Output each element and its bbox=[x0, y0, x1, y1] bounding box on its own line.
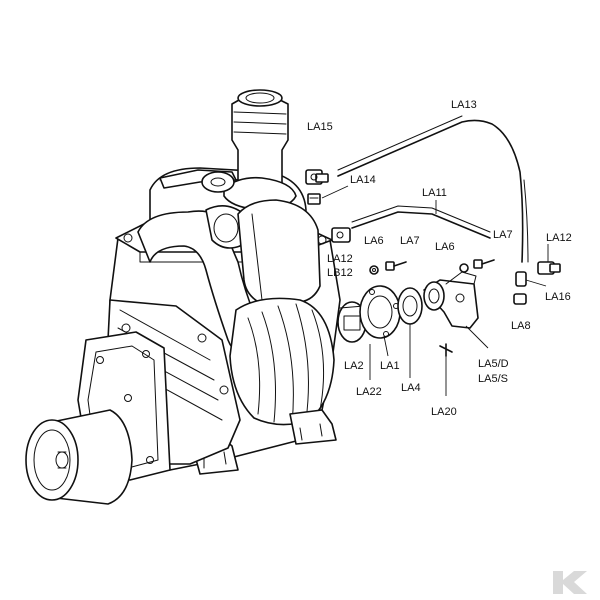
part-la8-plug bbox=[513, 293, 527, 305]
leader-la16 bbox=[525, 279, 547, 287]
label-la12-left: LA12 bbox=[327, 253, 353, 265]
part-la6-washer-right bbox=[459, 263, 469, 273]
part-la20-pin bbox=[439, 343, 453, 357]
label-la7-right: LA7 bbox=[493, 229, 513, 241]
label-la4: LA4 bbox=[401, 382, 421, 394]
label-la16: LA16 bbox=[545, 291, 571, 303]
label-la12-right: LA12 bbox=[546, 232, 572, 244]
part-la14-connector bbox=[307, 193, 321, 205]
exploded-parts bbox=[305, 115, 561, 396]
leader-la1 bbox=[383, 335, 389, 357]
label-la11: LA11 bbox=[422, 187, 447, 199]
label-lb12: LB12 bbox=[327, 267, 353, 279]
pump-foot-right bbox=[289, 409, 337, 445]
part-la12-fitting-left bbox=[331, 227, 351, 243]
label-la5d: LA5/D bbox=[478, 358, 509, 370]
leader-la5 bbox=[465, 325, 489, 349]
right-tank bbox=[237, 199, 321, 305]
part-la6-washer-left bbox=[369, 265, 379, 275]
label-la1: LA1 bbox=[380, 360, 400, 372]
label-la14: LA14 bbox=[350, 174, 376, 186]
part-labels: LA13 LA15 LA14 LA11 LA7 LA12 LA6 LA7 LA6… bbox=[307, 99, 572, 418]
label-la20: LA20 bbox=[431, 406, 457, 418]
label-la6-right: LA6 bbox=[435, 241, 455, 253]
label-la15: LA15 bbox=[307, 121, 333, 133]
part-la7-screw-mid bbox=[385, 261, 407, 271]
part-la13-tube bbox=[337, 119, 524, 263]
part-la16-nipple bbox=[515, 271, 527, 287]
label-la5s: LA5/S bbox=[478, 373, 508, 385]
leader-la14 bbox=[321, 185, 349, 199]
part-la1-flange bbox=[359, 285, 401, 339]
label-la6-left: LA6 bbox=[364, 235, 384, 247]
part-la11-rod bbox=[351, 211, 491, 239]
part-la7-screw-right bbox=[473, 259, 495, 269]
brand-logo-icon bbox=[553, 571, 587, 594]
part-la12-fitting-right bbox=[537, 261, 561, 275]
label-la22: LA22 bbox=[356, 386, 382, 398]
label-la2: LA2 bbox=[344, 360, 364, 372]
pump-assembly bbox=[25, 89, 341, 505]
label-la7-mid: LA7 bbox=[400, 235, 420, 247]
label-la8: LA8 bbox=[511, 320, 531, 332]
label-la13: LA13 bbox=[451, 99, 477, 111]
part-la4-gasket bbox=[397, 287, 423, 325]
part-la15-fitting bbox=[305, 169, 329, 185]
part-la5-valve-body bbox=[423, 271, 479, 329]
